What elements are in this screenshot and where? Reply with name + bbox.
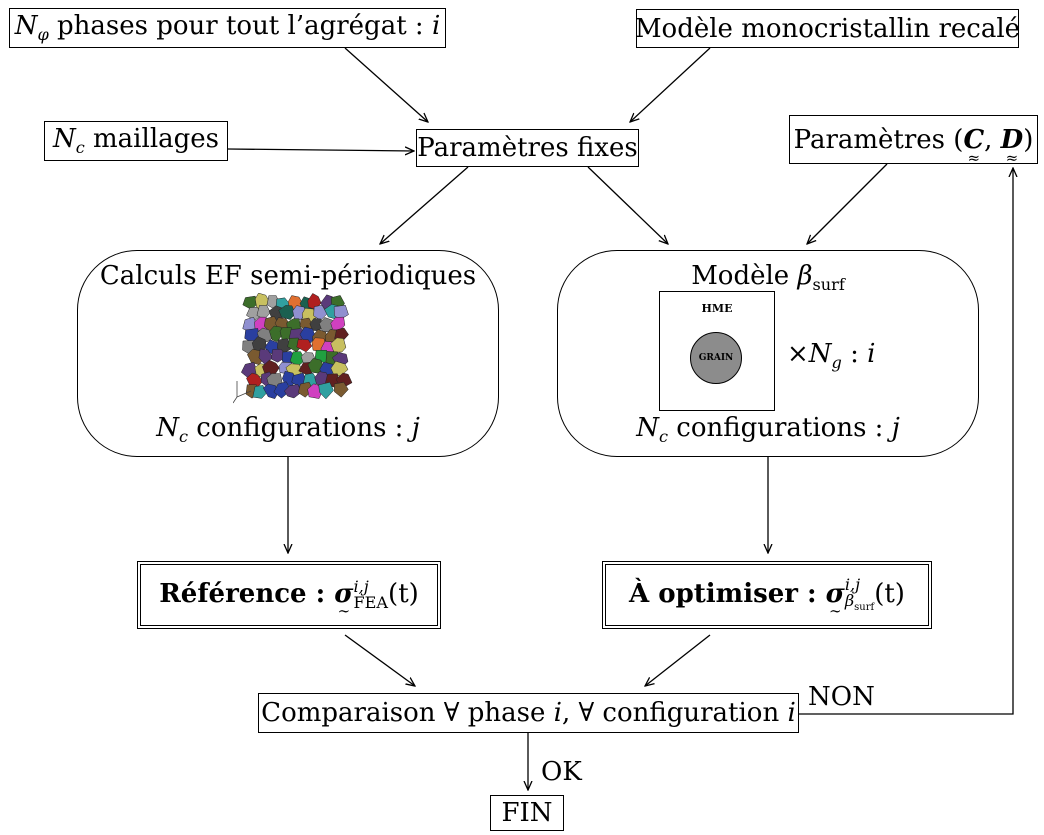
mesh-grain <box>246 306 263 321</box>
mesh-grain <box>298 381 314 398</box>
arrow-nphi-to-fixes <box>344 47 428 122</box>
grain-circle: GRAIN <box>690 332 742 384</box>
mesh-grain <box>330 337 347 353</box>
node-nphi-phases: Nφ phases pour tout l’agrégat : i <box>9 8 446 48</box>
arrow-fixes-to-modele <box>587 166 668 244</box>
node-fin: FIN <box>490 795 564 831</box>
arrow-opt-to-comp <box>645 634 711 686</box>
mesh-grain <box>313 304 328 321</box>
mesh-grain <box>296 339 313 353</box>
node-nc-maillages: Nc maillages <box>44 121 228 161</box>
mesh-image <box>233 293 353 404</box>
node-modele-monocristallin: Modèle monocristallin recalé <box>635 9 1020 48</box>
mesh-grain <box>278 305 296 320</box>
axis-triad-line <box>236 390 252 398</box>
node-modele-beta: Modèle βsurf HME GRAIN ×Ng : i Nc config… <box>557 250 979 457</box>
node-parametres-fixes: Paramètres fixes <box>416 129 639 167</box>
mesh-grain <box>318 382 334 400</box>
mesh-grain <box>269 325 283 343</box>
mesh-grain <box>273 381 292 399</box>
node-calculs-ef: Calculs EF semi-périodiques Nc configura… <box>77 250 499 457</box>
hme-box: HME GRAIN <box>659 291 775 411</box>
grain-label: GRAIN <box>698 353 734 363</box>
arrow-params-to-modele <box>807 163 888 244</box>
modele-title: Modèle βsurf <box>691 261 845 295</box>
mesh-grain <box>334 382 349 398</box>
node-parametres-cd: Paramètres (C, D) <box>789 115 1038 164</box>
modele-footer: Nc configurations : j <box>636 413 900 447</box>
calculs-footer: Nc configurations : j <box>156 413 420 447</box>
calculs-title: Calculs EF semi-périodiques <box>99 261 477 291</box>
mesh-grain <box>284 384 303 399</box>
arrow-nc-to-fixes <box>227 149 414 151</box>
ng-multiplier: ×Ng : i <box>787 339 876 373</box>
arrow-non-loop <box>799 168 1013 715</box>
edge-label-non: NON <box>808 682 875 712</box>
arrow-mono-to-fixes <box>630 47 711 122</box>
node-comparaison: Comparaison ∀ phase i, ∀ configuration i <box>258 693 799 733</box>
axis-triad-line <box>233 396 238 404</box>
mesh-grain <box>252 385 267 399</box>
arrow-fixes-to-calculs <box>380 166 469 244</box>
mesh-grain <box>262 383 279 399</box>
edge-label-ok: OK <box>541 757 582 787</box>
arrow-ref-to-comp <box>344 634 415 686</box>
hme-label: HME <box>701 302 733 315</box>
